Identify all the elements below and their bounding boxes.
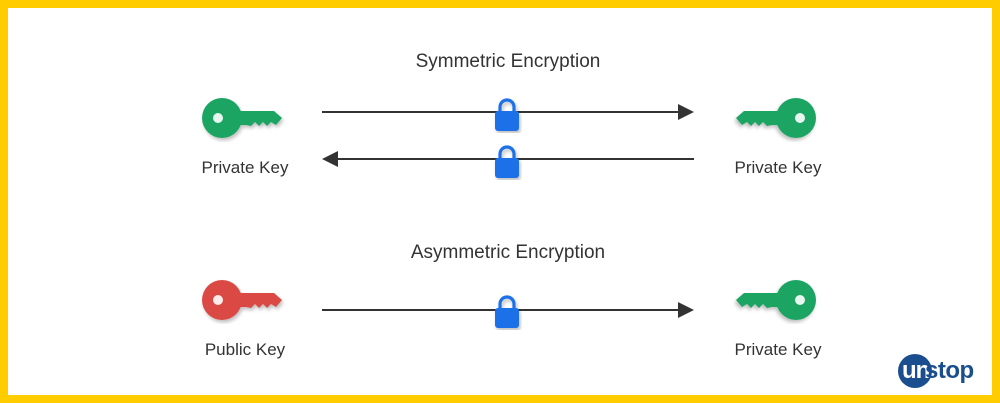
symmetric-bottom-lock-icon [492, 144, 522, 180]
asymmetric-lock-icon [492, 294, 522, 330]
asymmetric-right-private-key-icon [730, 276, 818, 324]
symmetric-left-key-icon [200, 94, 288, 142]
symmetric-right-key-icon [730, 94, 818, 142]
symmetric-right-key-label: Private Key [734, 158, 822, 177]
unstop-logo-badge-text: un [902, 357, 930, 384]
asymmetric-left-public-key-icon [200, 276, 288, 324]
asymmetric-left-key-label: Public Key [204, 340, 286, 359]
asymmetric-right-key-label: Private Key [734, 340, 822, 359]
asymmetric-encryption-title: Asymmetric Encryption [410, 242, 606, 263]
symmetric-top-lock-icon [492, 97, 522, 133]
symmetric-left-key-label: Private Key [201, 158, 289, 177]
unstop-logo-text: stop [925, 357, 974, 384]
unstop-logo-badge [898, 354, 932, 388]
symmetric-encryption-title: Symmetric Encryption [415, 51, 601, 72]
